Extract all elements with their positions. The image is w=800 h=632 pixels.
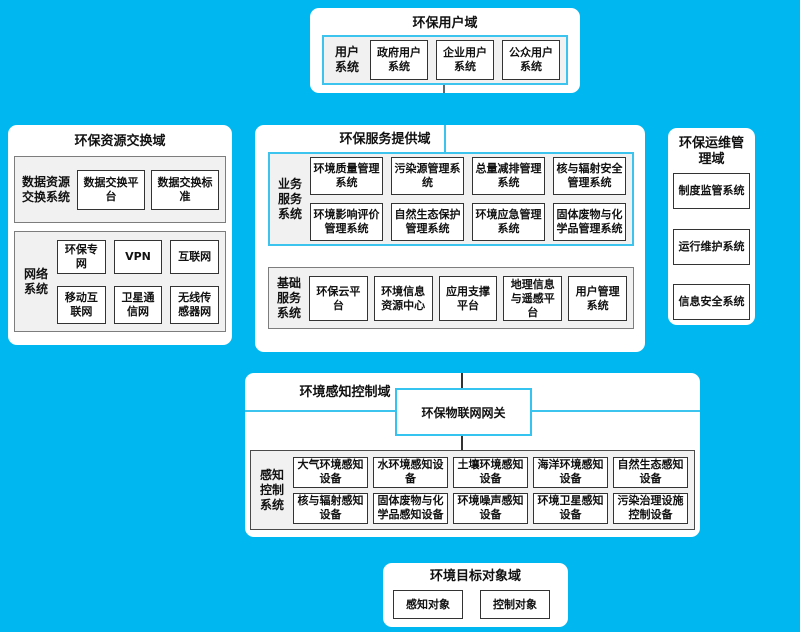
base-services-grid: 环保云平台 环境信息资源中心 应用支撑平台 地理信息与遥感平台 用户管理系统 [309,276,627,322]
system-box: 数据交换标准 [151,169,219,210]
sensing-domain-panel: 环境感知控制域 环保物联网网关 感知控制系统 大气环境感知设备 水环境感知设备 … [245,373,700,537]
network-grid: 环保专网 VPN 互联网 移动互联网 卫星通信网 无线传感器网 [57,239,219,324]
device-box: 自然生态感知设备 [613,456,688,488]
base-services-group: 基础服务系统 环保云平台 环境信息资源中心 应用支撑平台 地理信息与遥感平台 用… [268,267,634,329]
ops-domain-panel: 环保运维管理域 制度监管系统 运行维护系统 信息安全系统 [668,128,755,325]
iot-gateway-box: 环保物联网网关 [395,388,532,436]
device-box: 海洋环境感知设备 [533,456,608,488]
device-box: 污染治理设施控制设备 [613,492,688,524]
business-services-grid: 环境质量管理系统 污染源管理系统 总量减排管理系统 核与辐射安全管理系统 环境影… [310,157,626,241]
device-box: 环境卫星感知设备 [533,492,608,524]
sensing-control-label: 感知控制系统 [259,467,284,512]
sensing-control-group: 感知控制系统 大气环境感知设备 水环境感知设备 土壤环境感知设备 海洋环境感知设… [250,450,695,530]
data-exchange-label: 数据资源交换系统 [21,174,70,204]
user-systems-group: 用户系统 政府用户系统 企业用户系统 公众用户系统 [322,35,568,85]
service-domain-panel: 环保服务提供域 业务服务系统 环境质量管理系统 污染源管理系统 总量减排管理系统… [255,125,645,352]
system-box: 信息安全系统 [673,284,750,320]
ops-domain-title: 环保运维管理域 [678,136,744,168]
system-box: 环境影响评价管理系统 [310,203,383,241]
system-box: 移动互联网 [57,285,106,324]
data-exchange-group: 数据资源交换系统 数据交换平台 数据交换标准 [14,156,226,223]
device-box: 环境噪声感知设备 [453,492,528,524]
device-box: 土壤环境感知设备 [453,456,528,488]
business-services-label: 业务服务系统 [277,176,302,221]
system-box: 自然生态保护管理系统 [391,203,464,241]
system-box: 运行维护系统 [673,229,750,265]
system-box: 数据交换平台 [77,169,145,210]
system-box: VPN [113,239,163,274]
system-box: 地理信息与遥感平台 [503,276,563,322]
base-services-label: 基础服务系统 [276,275,301,320]
device-box: 固体废物与化学品感知设备 [373,492,448,524]
sensing-domain-title: 环境感知控制域 [299,385,391,400]
system-box: 卫星通信网 [113,285,163,324]
system-box: 公众用户系统 [502,40,560,80]
exchange-domain-title: 环保资源交换域 [74,134,166,149]
system-box: 互联网 [170,239,219,274]
sensing-control-grid: 大气环境感知设备 水环境感知设备 土壤环境感知设备 海洋环境感知设备 自然生态感… [293,456,688,524]
connector-gateway-bottom [461,432,463,450]
system-box: 环境信息资源中心 [373,276,433,322]
network-group: 网络系统 环保专网 VPN 互联网 移动互联网 卫星通信网 无线传感器网 [14,231,226,332]
connector-service-top [444,125,446,152]
system-box: 环境质量管理系统 [310,157,383,195]
exchange-domain-panel: 环保资源交换域 数据资源交换系统 数据交换平台 数据交换标准 网络系统 环保专网… [8,125,232,345]
system-box: 无线传感器网 [170,285,219,324]
system-box: 用户管理系统 [568,276,627,322]
system-box: 核与辐射安全管理系统 [553,157,626,195]
target-domain-title: 环境目标对象域 [429,569,521,584]
connector-user-to-service [443,85,445,93]
device-box: 核与辐射感知设备 [293,492,368,524]
user-systems-grid: 政府用户系统 企业用户系统 公众用户系统 [370,40,560,80]
user-systems-label: 用户系统 [334,45,359,74]
system-box: 环保专网 [57,239,106,274]
target-domain-panel: 环境目标对象域 感知对象 控制对象 [383,563,568,627]
system-box: 应用支撑平台 [438,276,498,322]
network-label: 网络系统 [23,266,48,296]
object-box: 感知对象 [393,590,463,619]
user-domain-panel: 环保用户域 用户系统 政府用户系统 企业用户系统 公众用户系统 [310,8,580,93]
system-box: 政府用户系统 [370,40,428,80]
device-box: 水环境感知设备 [373,456,448,488]
system-box: 环境应急管理系统 [472,203,545,241]
system-box: 制度监管系统 [673,173,750,209]
business-services-group: 业务服务系统 环境质量管理系统 污染源管理系统 总量减排管理系统 核与辐射安全管… [268,152,634,246]
user-domain-title: 环保用户域 [412,16,478,31]
system-box: 企业用户系统 [436,40,494,80]
device-box: 大气环境感知设备 [293,456,368,488]
system-box: 污染源管理系统 [391,157,464,195]
system-box: 环保云平台 [309,276,368,322]
data-exchange-grid: 数据交换平台 数据交换标准 [77,169,219,210]
object-box: 控制对象 [480,590,550,619]
connector-gateway-top [461,373,463,389]
system-box: 固体废物与化学品管理系统 [553,203,626,241]
system-box: 总量减排管理系统 [472,157,545,195]
service-domain-title: 环保服务提供域 [339,132,431,147]
